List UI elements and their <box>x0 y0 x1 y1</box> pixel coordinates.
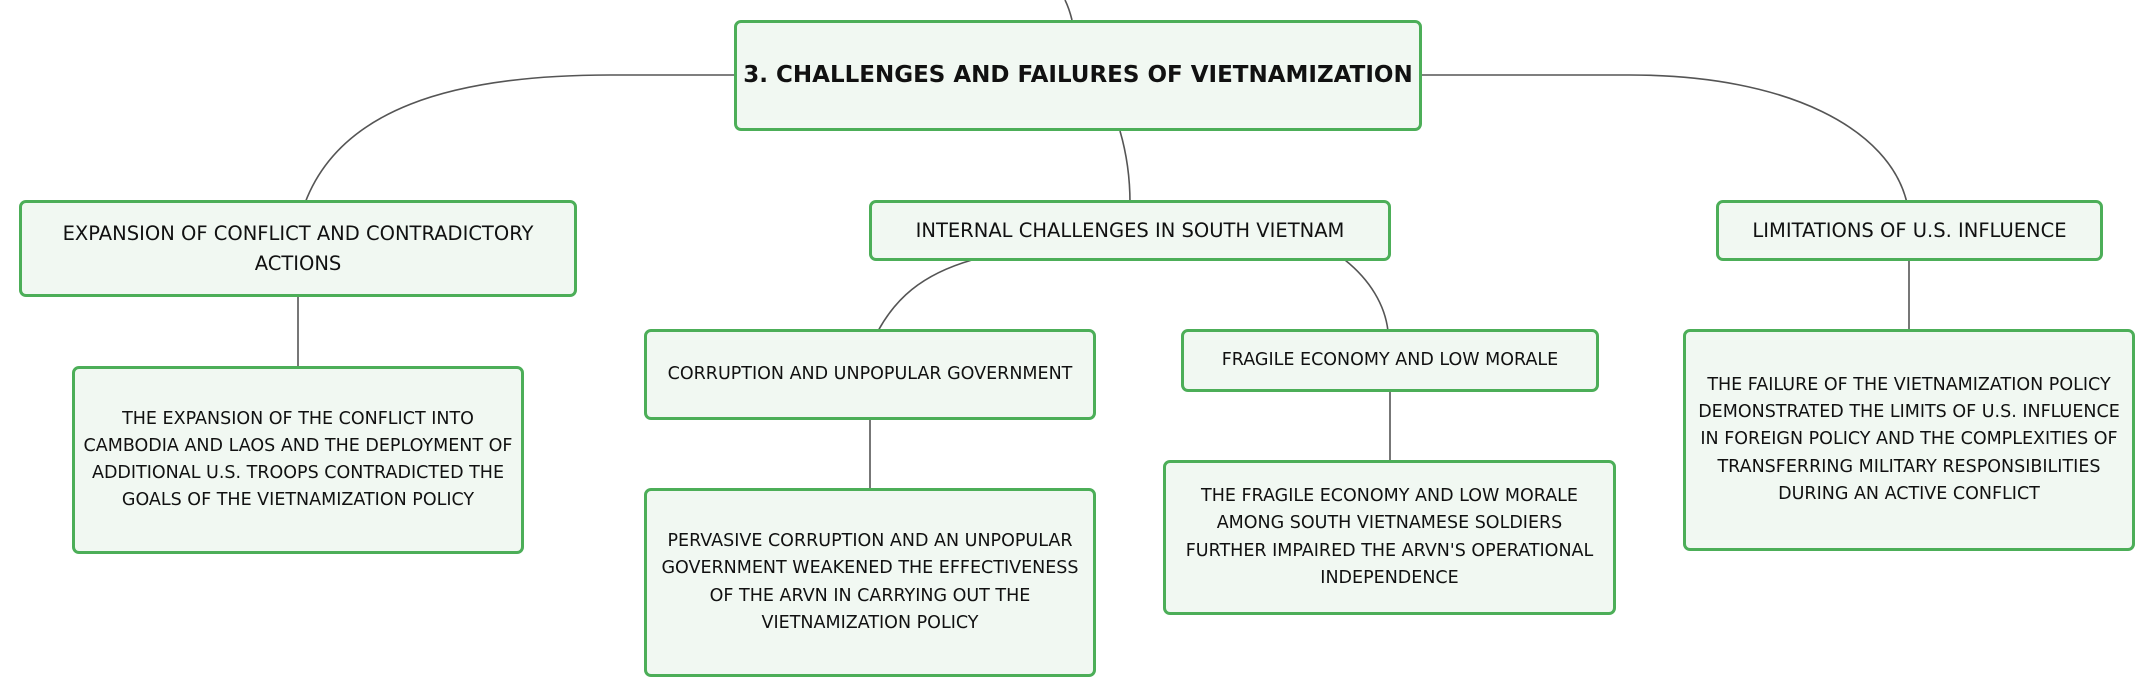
branch-expansion-node[interactable]: EXPANSION OF CONFLICT AND CONTRADICTORY … <box>19 200 577 297</box>
corruption-detail-text: PERVASIVE CORRUPTION AND AN UNPOPULAR GO… <box>661 531 1079 633</box>
connector-internal-corruption <box>877 259 973 332</box>
connector-parent-main <box>1064 0 1073 21</box>
main-topic-label: 3. CHALLENGES AND FAILURES OF VIETNAMIZA… <box>743 62 1413 89</box>
limitations-detail-node[interactable]: THE FAILURE OF THE VIETNAMIZATION POLICY… <box>1683 329 2135 551</box>
branch-expansion-label: EXPANSION OF CONFLICT AND CONTRADICTORY … <box>62 222 534 275</box>
economy-label: FRAGILE ECONOMY AND LOW MORALE <box>1221 349 1559 370</box>
limitations-detail-text: THE FAILURE OF THE VIETNAMIZATION POLICY… <box>1698 375 2120 504</box>
branch-internal-label: INTERNAL CHALLENGES IN SOUTH VIETNAM <box>915 218 1345 242</box>
corruption-detail-node[interactable]: PERVASIVE CORRUPTION AND AN UNPOPULAR GO… <box>644 488 1096 677</box>
branch-internal-node[interactable]: INTERNAL CHALLENGES IN SOUTH VIETNAM <box>869 200 1391 261</box>
expansion-detail-node[interactable]: THE EXPANSION OF THE CONFLICT INTO CAMBO… <box>72 366 524 554</box>
economy-node[interactable]: FRAGILE ECONOMY AND LOW MORALE <box>1181 329 1599 392</box>
expansion-detail-text: THE EXPANSION OF THE CONFLICT INTO CAMBO… <box>83 408 513 511</box>
connector-internal-economy <box>1344 259 1389 332</box>
economy-detail-node[interactable]: THE FRAGILE ECONOMY AND LOW MORALE AMONG… <box>1163 460 1616 615</box>
corruption-node[interactable]: CORRUPTION AND UNPOPULAR GOVERNMENT <box>644 329 1096 420</box>
corruption-label: CORRUPTION AND UNPOPULAR GOVERNMENT <box>667 363 1073 384</box>
connector-main-internal <box>1119 130 1131 204</box>
branch-limitations-node[interactable]: LIMITATIONS OF U.S. INFLUENCE <box>1716 200 2103 261</box>
branch-limitations-label: LIMITATIONS OF U.S. INFLUENCE <box>1752 218 2067 242</box>
economy-detail-text: THE FRAGILE ECONOMY AND LOW MORALE AMONG… <box>1185 486 1594 588</box>
connector-main-limitations <box>1420 74 1908 204</box>
connector-main-expansion <box>304 74 734 204</box>
main-topic-node[interactable]: 3. CHALLENGES AND FAILURES OF VIETNAMIZA… <box>734 20 1422 131</box>
